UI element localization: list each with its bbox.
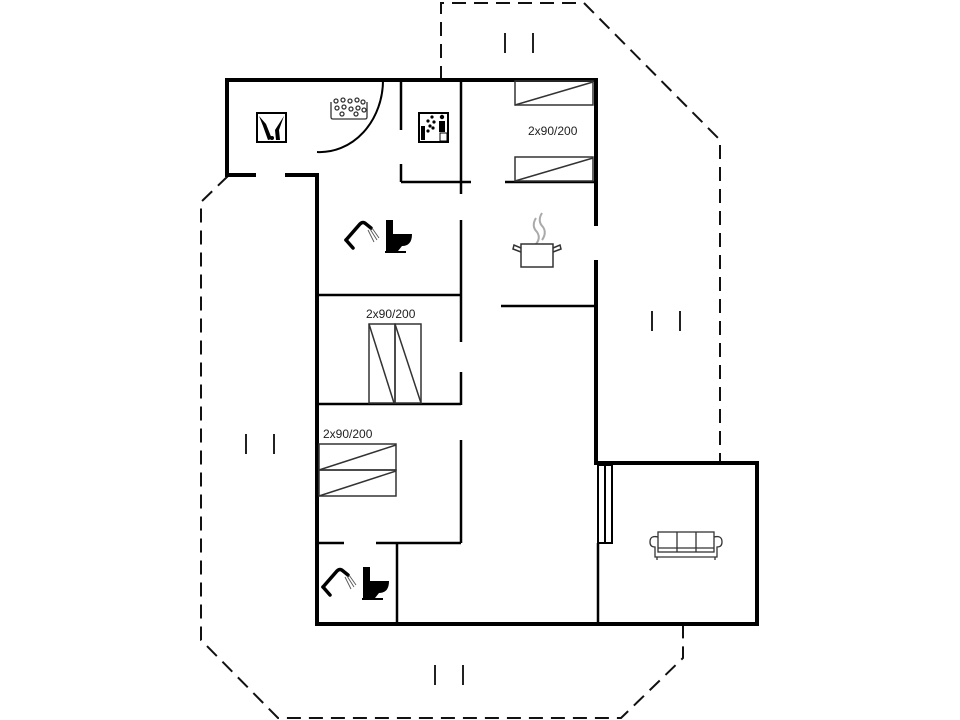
terrace-outlines <box>200 2 721 719</box>
bed-bedroom2-left <box>368 323 396 404</box>
bed-label-bedroom2: 2x90/200 <box>366 307 416 321</box>
bed-label-bedroom3: 2x90/200 <box>323 427 373 441</box>
terrace-west-south-outline <box>200 175 684 719</box>
terrace-north-east-outline <box>440 2 721 462</box>
terrace-west-marker <box>245 434 275 454</box>
sauna-icon <box>418 112 449 143</box>
bed-bedroom1-top <box>514 80 594 106</box>
shower-toilet-icon <box>344 220 412 253</box>
bed-bedroom3-bottom <box>318 469 397 497</box>
terrace-south-marker <box>434 665 464 685</box>
terrace-east-marker <box>651 311 681 331</box>
bed-bedroom1-bottom <box>514 156 594 182</box>
beds <box>318 80 594 497</box>
shower-toilet-icon-2 <box>321 567 389 600</box>
bed-label-bedroom1: 2x90/200 <box>528 124 578 138</box>
terrace-north-marker <box>504 33 534 53</box>
interior-walls <box>316 79 600 624</box>
stair-element <box>597 464 613 544</box>
bed-bedroom2-right <box>394 323 422 404</box>
washing-icon <box>256 112 287 143</box>
sofa-icon <box>649 531 723 560</box>
cooking-pot-icon <box>512 212 562 268</box>
bed-bedroom3-top <box>318 443 397 471</box>
terrace-markers <box>245 33 681 685</box>
exterior-walls <box>225 78 759 626</box>
whirlpool-icon <box>330 97 368 120</box>
